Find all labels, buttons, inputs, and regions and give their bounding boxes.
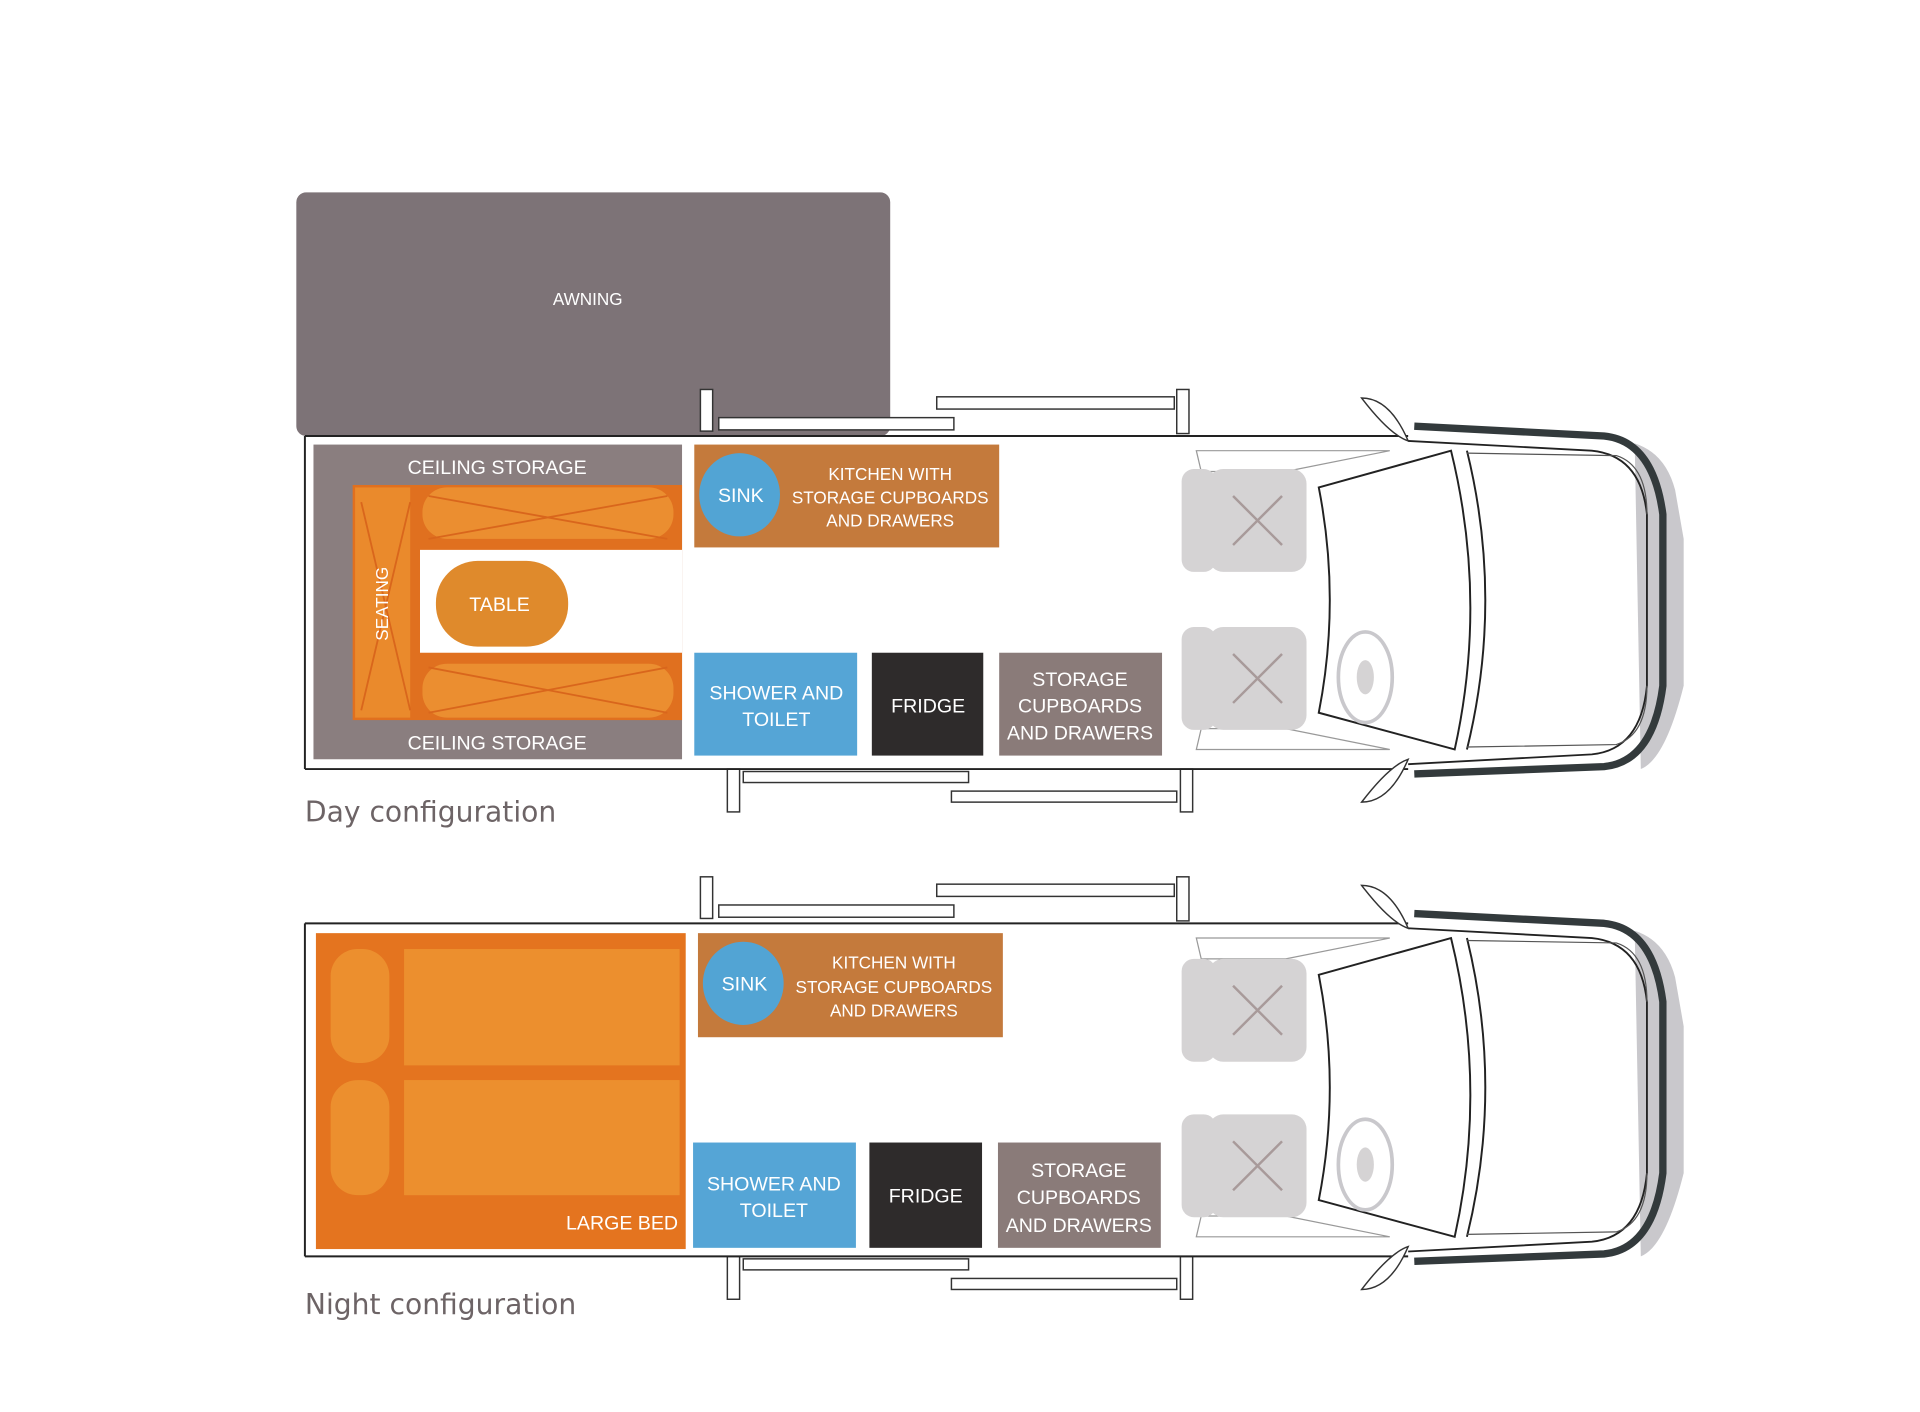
fridge-label: FRIDGE [889, 1186, 963, 1208]
awning [296, 192, 891, 436]
kitchen-label-line2: STORAGE CUPBOARDS [796, 977, 993, 997]
sink [702, 941, 784, 1025]
day-configuration: AWNING CEILING STORAGE CEILING STORAGE S… [296, 192, 1683, 829]
table [435, 560, 569, 647]
passenger-seat-icon [1180, 467, 1308, 574]
passenger-seat-icon [1180, 957, 1308, 1063]
kitchen-label-line3: AND DRAWERS [830, 1000, 958, 1020]
storage-label-line2: CUPBOARDS [1018, 696, 1142, 718]
driver-seat-icon [1180, 625, 1308, 732]
storage-cupboards [999, 652, 1163, 756]
shower-label-line2: TOILET [742, 709, 810, 731]
sink-label: SINK [718, 485, 764, 507]
shower-label-line1: SHOWER AND [709, 682, 843, 704]
fridge [871, 652, 984, 756]
shower-toilet [694, 652, 858, 756]
fridge [869, 1142, 983, 1248]
kitchen-label-line2: STORAGE CUPBOARDS [792, 487, 989, 507]
kitchen-label-line1: KITCHEN WITH [828, 464, 952, 484]
ceiling-storage-top-label: CEILING STORAGE [408, 457, 587, 479]
sink-label: SINK [722, 974, 768, 996]
storage-label-line3: AND DRAWERS [1006, 1215, 1152, 1237]
sink [699, 453, 780, 537]
storage-label-line2: CUPBOARDS [1017, 1187, 1141, 1209]
kitchen-label-line1: KITCHEN WITH [832, 953, 956, 973]
large-bed [315, 933, 686, 1250]
night-caption: Night configuration [305, 1288, 576, 1321]
storage-label-line1: STORAGE [1031, 1160, 1126, 1182]
ceiling-storage-bottom-label: CEILING STORAGE [408, 732, 587, 754]
storage-label-line3: AND DRAWERS [1007, 723, 1153, 745]
storage-label-line1: STORAGE [1032, 669, 1127, 691]
shower-toilet [693, 1142, 856, 1248]
table-label: TABLE [469, 594, 530, 616]
shower-label-line1: SHOWER AND [707, 1173, 841, 1195]
fridge-label: FRIDGE [891, 696, 965, 718]
driver-seat-icon [1180, 1113, 1308, 1219]
seating-label: SEATING [372, 567, 392, 641]
awning-label: AWNING [553, 289, 623, 309]
shower-label-line2: TOILET [740, 1200, 808, 1222]
night-configuration: LARGE BED SINK KITCHEN WITH STORAGE CUPB… [305, 877, 1684, 1321]
bed-label: LARGE BED [566, 1212, 678, 1234]
day-caption: Day configuration [305, 796, 556, 829]
storage-cupboards [997, 1142, 1161, 1248]
kitchen-label-line3: AND DRAWERS [826, 511, 954, 531]
